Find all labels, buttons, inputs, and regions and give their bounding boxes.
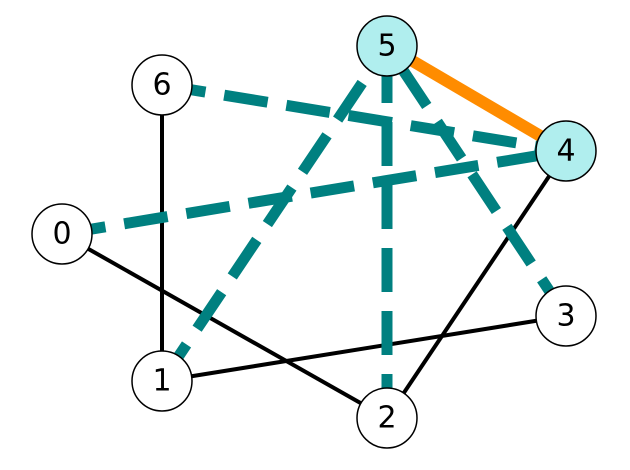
edge-1-3 — [161, 314, 567, 383]
node-5: 5 — [356, 15, 418, 77]
node-circle — [131, 54, 193, 116]
node-6: 6 — [131, 54, 193, 116]
node-3: 3 — [535, 285, 597, 347]
node-circle — [131, 350, 193, 412]
node-label: 5 — [377, 29, 396, 64]
node-circle — [356, 15, 418, 77]
node-circle — [535, 120, 597, 182]
node-circle — [535, 285, 597, 347]
edge-5-4 — [383, 40, 570, 157]
node-label: 2 — [377, 401, 396, 436]
edge-6-4 — [161, 79, 567, 157]
edge-3-5 — [382, 42, 571, 320]
node-0: 0 — [31, 203, 93, 265]
edges-layer — [61, 40, 571, 420]
node-circle — [356, 387, 418, 449]
node-label: 4 — [556, 134, 575, 169]
edge-0-2 — [61, 232, 388, 420]
edge-1-5 — [157, 42, 392, 385]
node-label: 1 — [152, 364, 171, 399]
node-4: 4 — [535, 120, 597, 182]
node-label: 6 — [152, 68, 171, 103]
edge-2-4 — [385, 149, 568, 420]
node-1: 1 — [131, 350, 193, 412]
edge-0-4 — [61, 145, 567, 240]
node-label: 3 — [556, 299, 575, 334]
nodes-layer: 0 1 2 3 4 5 6 — [31, 15, 597, 449]
node-circle — [31, 203, 93, 265]
node-label: 0 — [52, 217, 71, 252]
node-2: 2 — [356, 387, 418, 449]
